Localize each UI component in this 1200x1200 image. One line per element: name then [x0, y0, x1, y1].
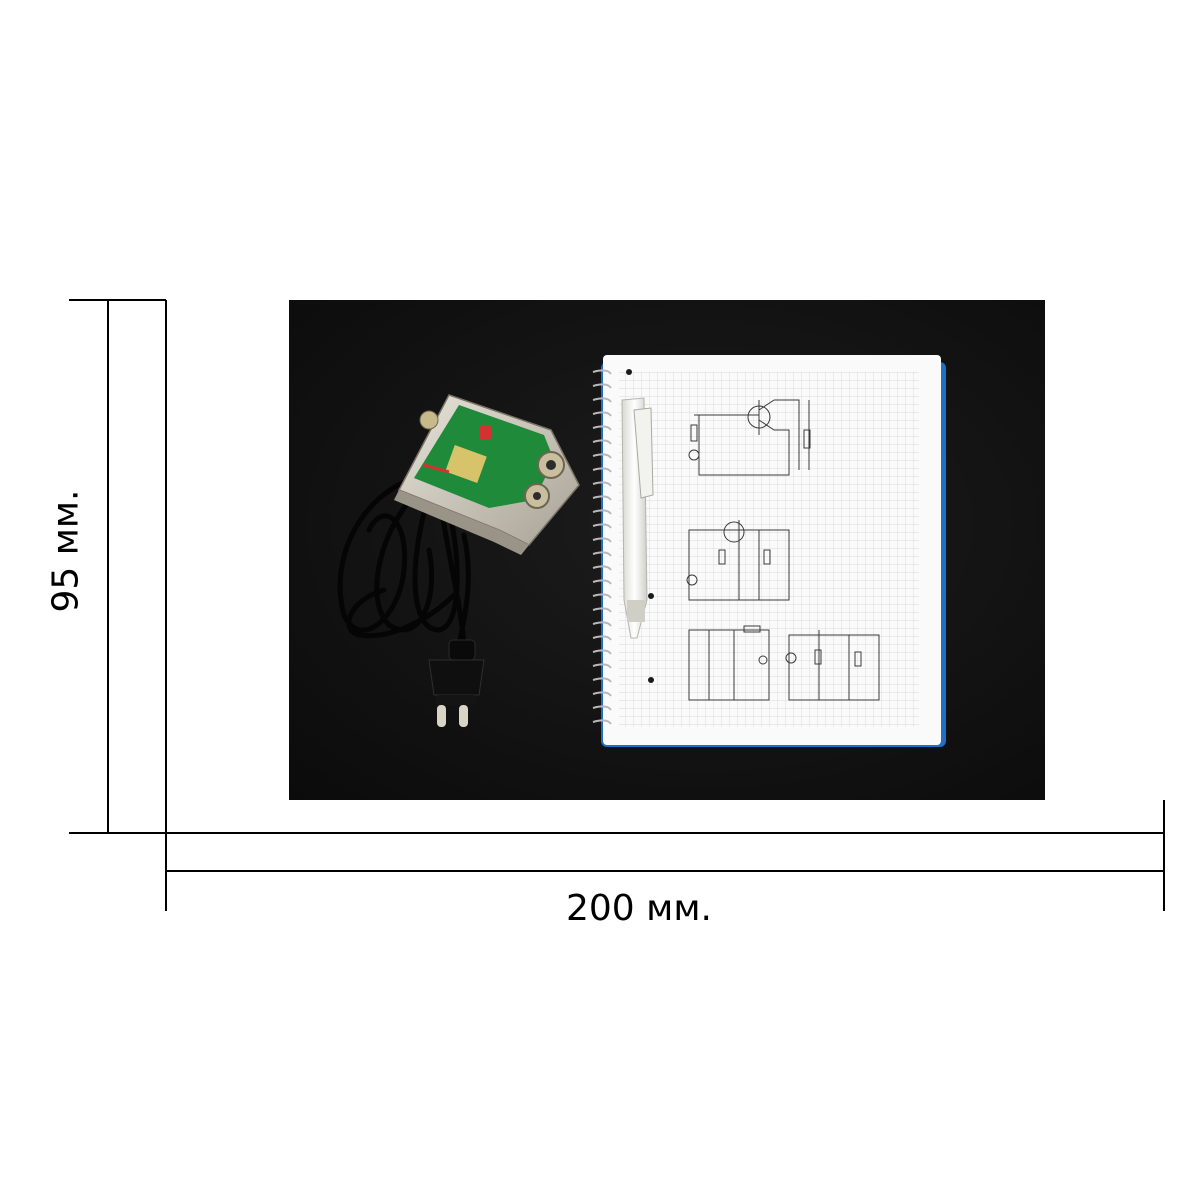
pen: [621, 397, 654, 639]
product-photo: [289, 300, 1045, 800]
circuit-sketch: [686, 399, 880, 701]
width-dimension-label: 200 мм.: [566, 888, 712, 929]
height-dimension-label: 95 мм.: [45, 489, 87, 613]
euro-plug: [428, 639, 485, 727]
amplifier-device: [394, 394, 580, 555]
